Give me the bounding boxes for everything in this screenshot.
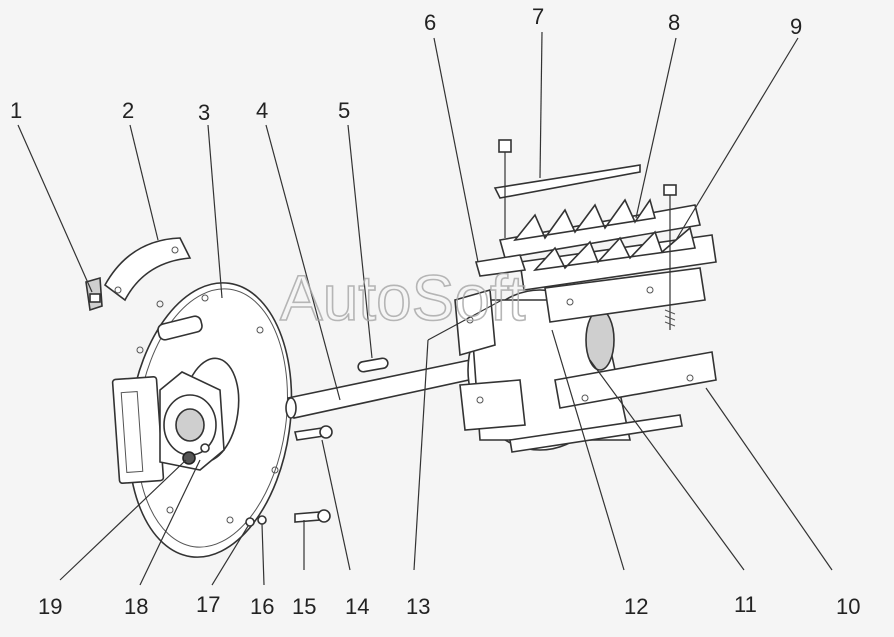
washer-17	[245, 517, 255, 527]
callout-19: 19	[38, 594, 62, 619]
callout-17: 17	[196, 592, 220, 617]
callout-3: 3	[198, 100, 210, 125]
nut-16	[257, 515, 267, 525]
bolt-1	[85, 276, 103, 312]
bolt-15	[294, 509, 331, 523]
callout-6: 6	[424, 10, 436, 35]
callout-14: 14	[345, 594, 369, 619]
callout-2: 2	[122, 98, 134, 123]
leader-lines	[17, 31, 833, 586]
callout-11: 11	[734, 592, 757, 617]
bolt-upper	[498, 139, 512, 238]
callout-7: 7	[532, 4, 544, 29]
blade-bars	[474, 164, 717, 453]
callouts: 1 2 3 4 5 6 7 8 9 10 11 12 13 14 15 16 1…	[10, 4, 860, 619]
callout-10: 10	[836, 594, 860, 619]
guard	[103, 237, 192, 302]
callout-18: 18	[124, 594, 148, 619]
hub-assembly	[111, 371, 225, 485]
callout-12: 12	[624, 594, 648, 619]
callout-15: 15	[292, 594, 316, 619]
callout-1: 1	[10, 98, 22, 123]
callout-8: 8	[668, 10, 680, 35]
callout-4: 4	[256, 98, 268, 123]
bolt-14	[294, 425, 333, 441]
callout-5: 5	[338, 98, 350, 123]
bolt-9	[663, 184, 677, 330]
callout-9: 9	[790, 14, 802, 39]
callout-13: 13	[406, 594, 430, 619]
callout-16: 16	[250, 594, 274, 619]
watermark: AutoSoft	[280, 262, 526, 334]
key	[357, 357, 389, 373]
